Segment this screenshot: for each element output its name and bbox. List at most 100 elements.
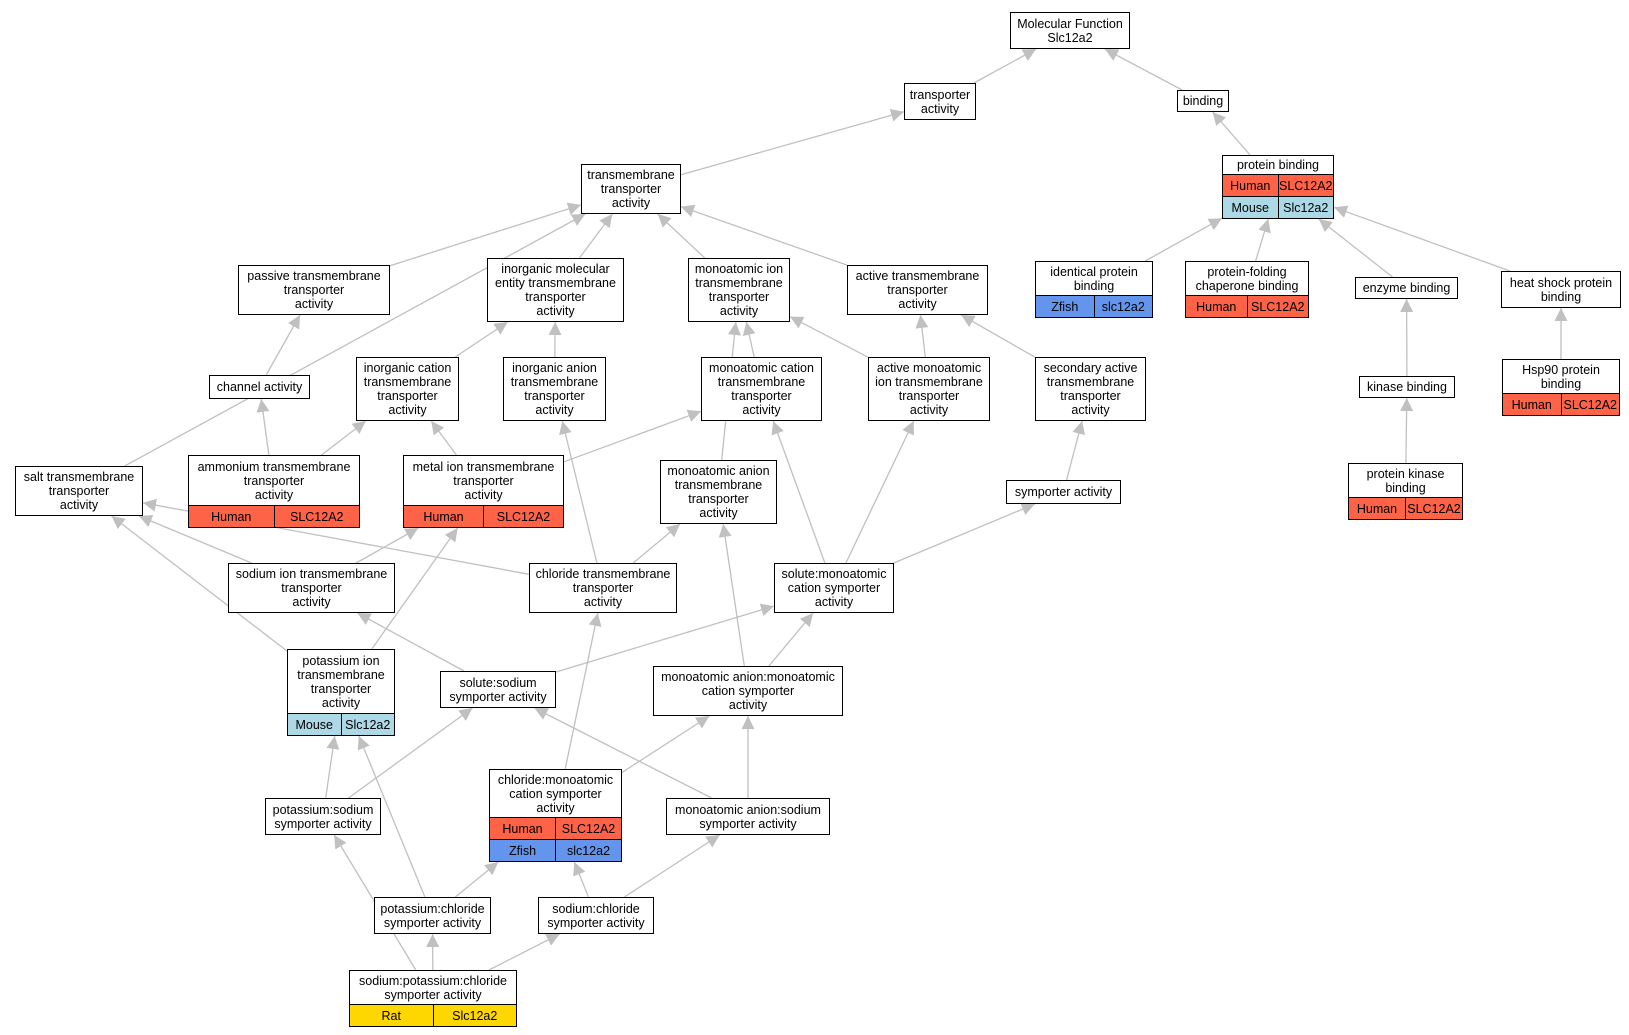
edge-binding-to-mf [1104, 48, 1183, 91]
node-sodiumion[interactable]: sodium ion transmembrane transporter act… [228, 563, 395, 613]
species-label: Human [502, 821, 543, 836]
node-inorganion[interactable]: inorganic anion transmembrane transporte… [503, 357, 606, 421]
gene-label: Slc12a2 [432, 1005, 517, 1026]
node-label: channel activity [216, 380, 303, 394]
edge-nkcc-to-sodchloride [488, 933, 560, 971]
node-inorgcat[interactable]: inorganic cation transmembrane transport… [356, 357, 459, 421]
node-tmta[interactable]: transmembrane transporter activity [581, 164, 681, 214]
node-symporter[interactable]: symporter activity [1006, 480, 1121, 504]
node-ammonium[interactable]: ammonium transmembrane transporter activ… [188, 455, 360, 528]
species-label: Mouse [295, 717, 334, 732]
edge-activemono-to-active [915, 314, 929, 358]
node-solutesodium[interactable]: solute:sodium symporter activity [440, 671, 556, 708]
node-inorgmol[interactable]: inorganic molecular entity transmembrane… [487, 258, 624, 322]
edge-metal-to-monocat [563, 409, 702, 463]
edge-inorgcat-to-inorgmol [454, 321, 509, 358]
node-label: passive transmembrane transporter activi… [247, 269, 381, 311]
edge-solutemono-to-activemono [845, 420, 915, 564]
node-label: inorganic anion transmembrane transporte… [510, 361, 599, 417]
node-transporter[interactable]: transporter activity [904, 83, 976, 120]
node-label: salt transmembrane transporter activity [23, 470, 135, 512]
node-salt[interactable]: salt transmembrane transporter activity [15, 466, 143, 516]
edge-inorgmol-to-tmta [578, 213, 613, 259]
node-label: metal ion transmembrane transporter acti… [412, 459, 555, 502]
edge-solutesodium-to-sodiumion [357, 612, 465, 672]
edge-solutesodium-to-solutemono [555, 603, 775, 673]
node-activemono[interactable]: active monoatomic ion transmembrane tran… [868, 357, 990, 421]
species-annotation-row: Human SLC12A2 [1503, 393, 1619, 415]
edge-hsp-to-protbind [1333, 205, 1511, 272]
edge-sodchloride-to-anionsodium [624, 834, 720, 898]
species-label: Zfish [508, 843, 537, 858]
node-monoion[interactable]: monoatomic ion transmembrane transporter… [688, 258, 790, 322]
node-label: monoatomic anion:monoatomic cation sympo… [661, 670, 835, 712]
node-label: protein-folding chaperone binding [1195, 264, 1299, 293]
node-mf[interactable]: Molecular Function Slc12a2 [1010, 12, 1130, 49]
node-anionmono[interactable]: monoatomic anion:monoatomic cation sympo… [653, 666, 843, 716]
node-passive[interactable]: passive transmembrane transporter activi… [238, 265, 390, 315]
edge-potassiumion-to-salt [111, 515, 288, 652]
node-potassiumion[interactable]: potassium ion transmembrane transporter … [287, 649, 395, 736]
node-binding[interactable]: binding [1177, 90, 1229, 112]
edge-active-to-tmta [680, 204, 848, 266]
edge-potsodium-to-potassiumion [325, 735, 340, 799]
species-label: Human [1356, 501, 1398, 516]
node-label: potassium:sodium symporter activity [272, 802, 374, 831]
node-metal[interactable]: metal ion transmembrane transporter acti… [403, 455, 564, 528]
node-monoanion[interactable]: monoatomic anion transmembrane transport… [660, 460, 777, 524]
edge-potchloride-to-potassiumion [357, 735, 426, 898]
gene-label: SLC12A2 [1246, 296, 1309, 317]
node-hsp[interactable]: heat shock protein binding [1501, 271, 1621, 308]
node-label: secondary active transmembrane transport… [1043, 361, 1138, 417]
node-potchloride[interactable]: potassium:chloride symporter activity [374, 897, 491, 934]
edge-protbind-to-binding [1212, 111, 1251, 156]
node-active[interactable]: active transmembrane transporter activit… [847, 265, 988, 315]
node-label: monoatomic cation transmembrane transpor… [709, 361, 814, 417]
node-label: protein binding [1236, 158, 1319, 172]
edge-sodiumion-to-metal [355, 527, 419, 564]
node-label: monoatomic anion:sodium symporter activi… [675, 802, 821, 831]
node-enzyme[interactable]: enzyme binding [1355, 277, 1458, 299]
edge-chloridetm-to-inorganion [559, 420, 598, 564]
node-solutemono[interactable]: solute:monoatomic cation symporter activ… [774, 563, 894, 613]
gene-label: Slc12a2 [1277, 197, 1334, 218]
edge-metal-to-inorgcat [430, 420, 457, 456]
node-label: identical protein binding [1050, 264, 1138, 293]
gene-label: SLC12A2 [1560, 394, 1620, 415]
node-anionsodium[interactable]: monoatomic anion:sodium symporter activi… [666, 798, 830, 835]
species-label: Human [211, 509, 252, 524]
node-channel[interactable]: channel activity [209, 375, 310, 399]
species-label: Human [1511, 397, 1552, 412]
node-label: transporter activity [909, 87, 971, 116]
node-monocat[interactable]: monoatomic cation transmembrane transpor… [701, 357, 822, 421]
node-kinase[interactable]: kinase binding [1359, 376, 1455, 398]
species-label: Mouse [1231, 200, 1270, 215]
node-nkcc[interactable]: sodium:potassium:chloride symporter acti… [349, 970, 517, 1027]
node-secondary[interactable]: secondary active transmembrane transport… [1035, 357, 1146, 421]
edge-ammonium-to-inorgcat [321, 420, 367, 456]
node-sodchloride[interactable]: sodium:chloride symporter activity [538, 897, 654, 934]
node-label: Molecular Function Slc12a2 [1017, 16, 1123, 45]
node-chloridetm[interactable]: chloride transmembrane transporter activ… [529, 563, 677, 613]
node-label: kinase binding [1367, 380, 1447, 394]
node-label: inorganic molecular entity transmembrane… [495, 262, 616, 318]
node-label: potassium:chloride symporter activity [380, 901, 485, 930]
node-label: inorganic cation transmembrane transport… [363, 361, 452, 417]
node-potsodium[interactable]: potassium:sodium symporter activity [265, 798, 381, 835]
node-chloridemono[interactable]: chloride:monoatomic cation symporter act… [489, 769, 622, 862]
edge-monoion-to-tmta [657, 213, 706, 259]
edge-passive-to-tmta [389, 202, 582, 267]
